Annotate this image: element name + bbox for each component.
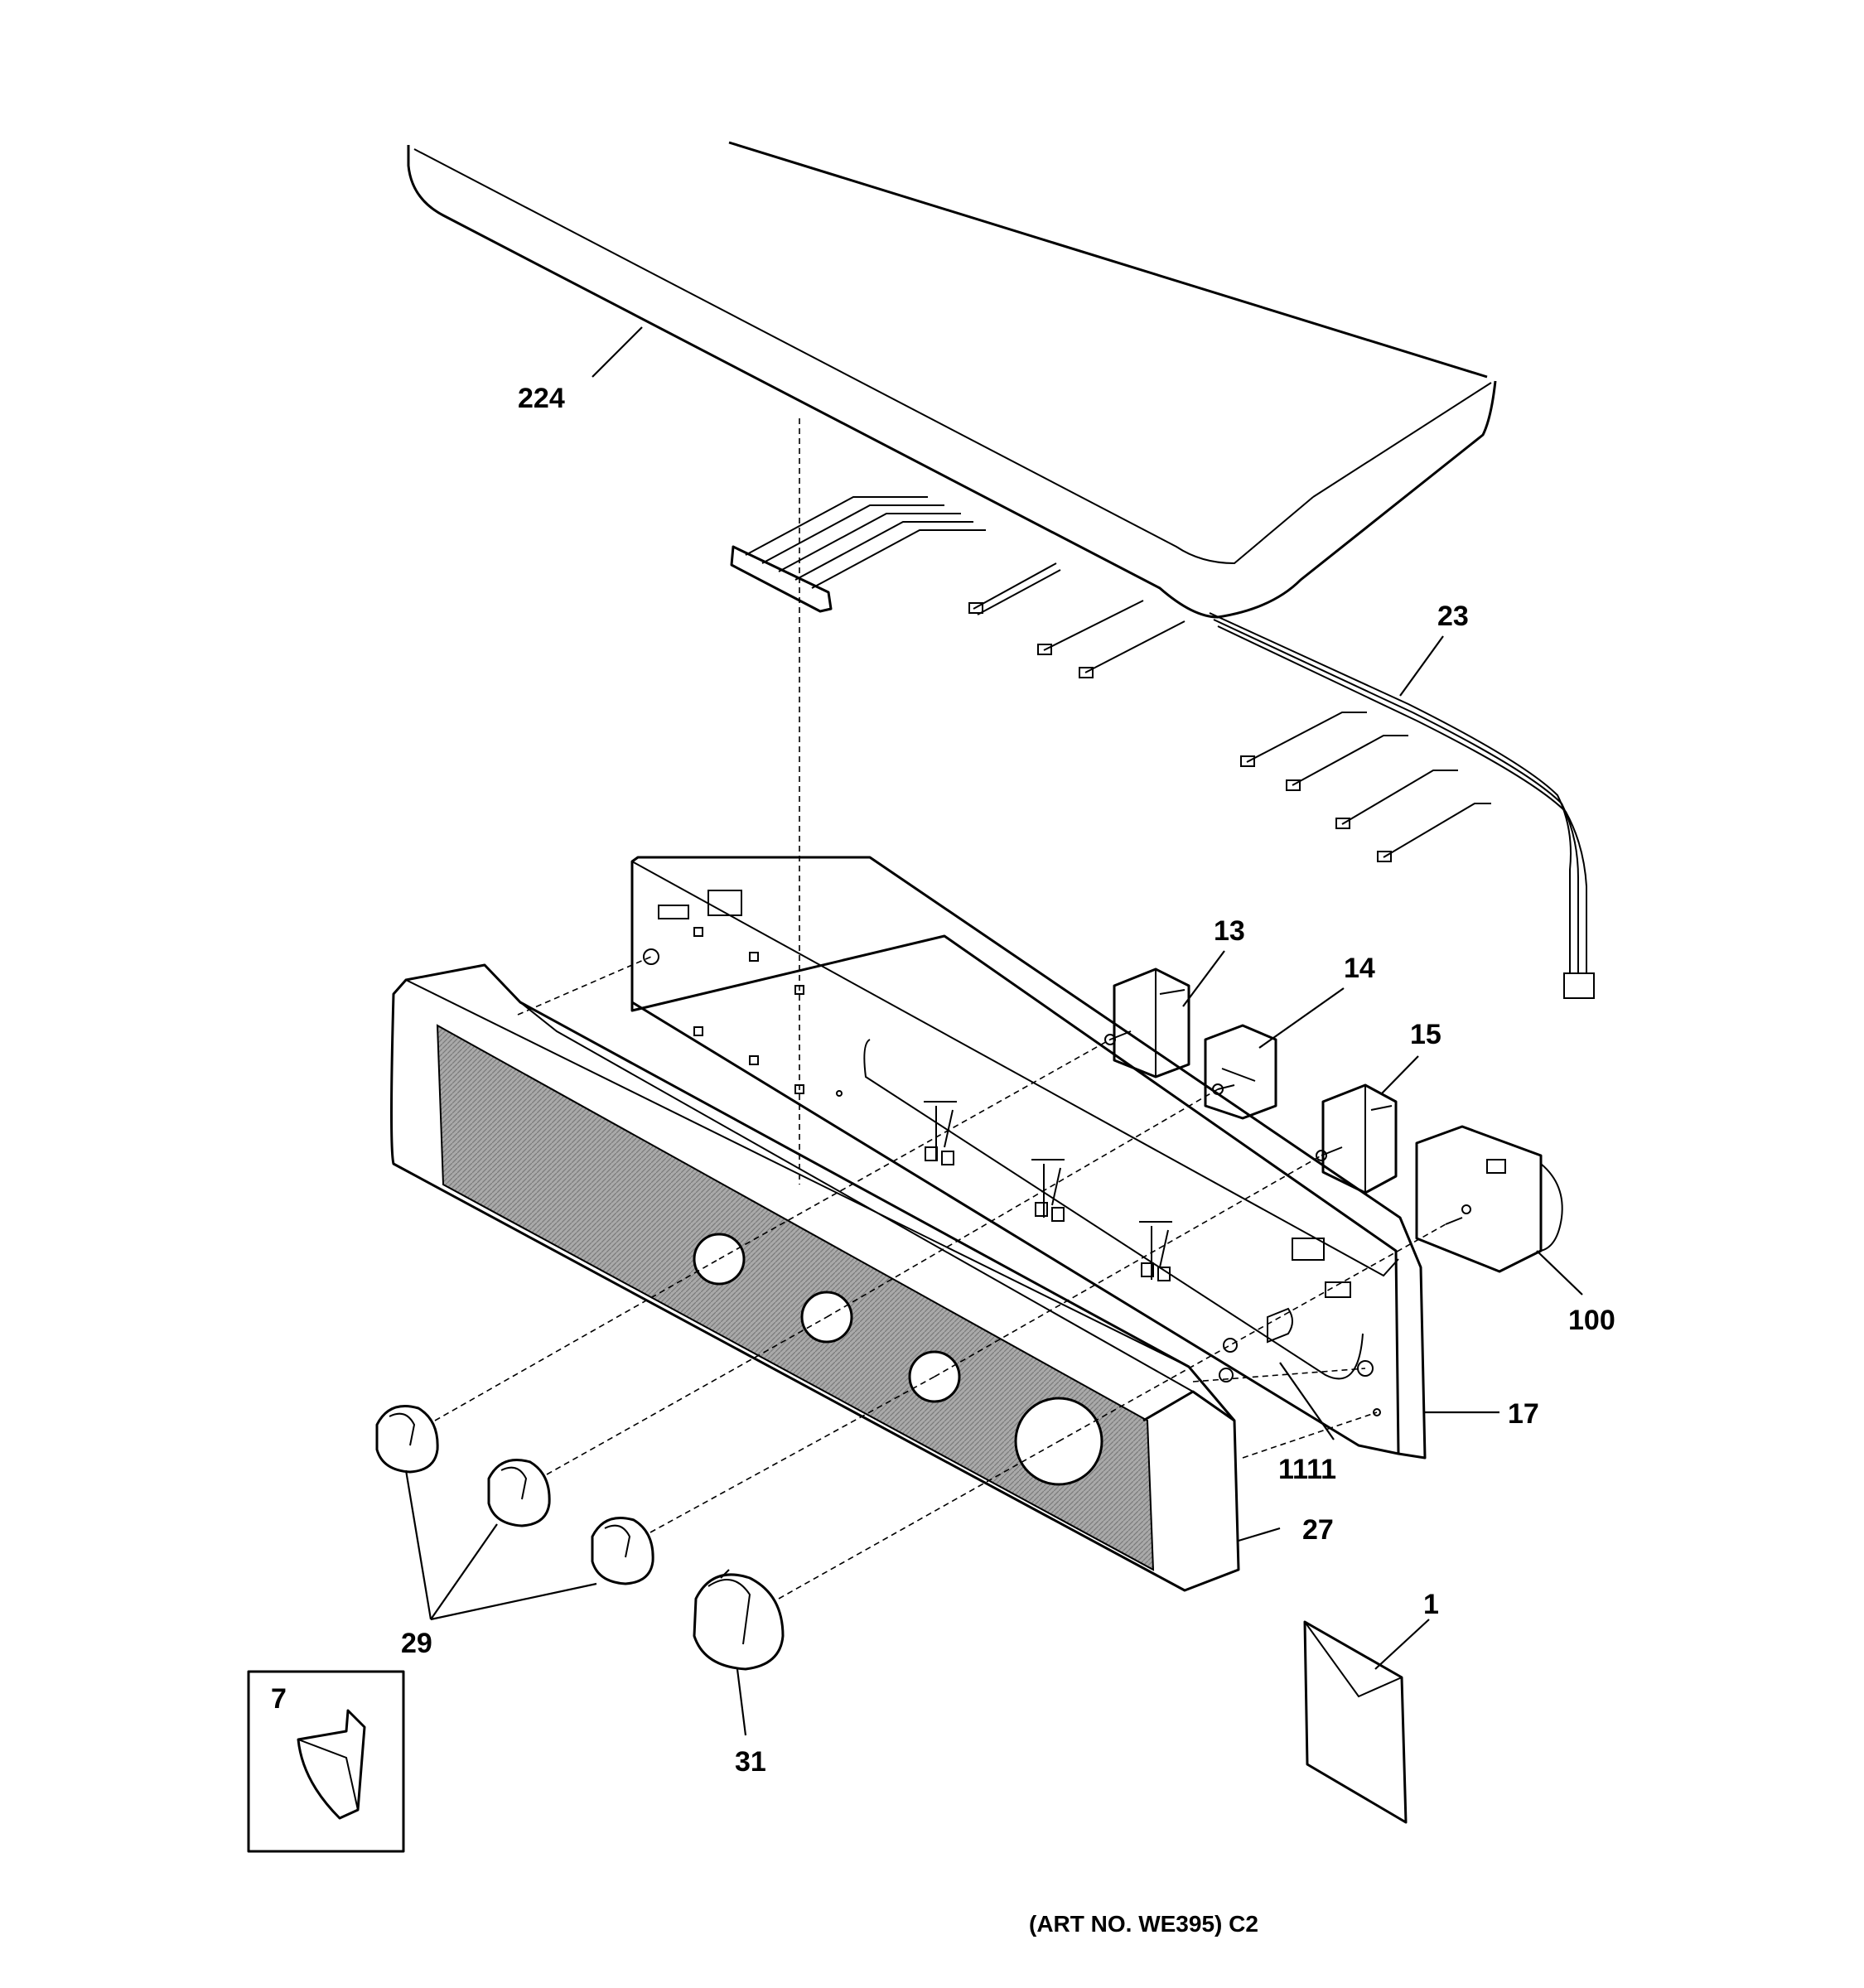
callout-224: 224 [518, 383, 565, 414]
callout-7: 7 [271, 1683, 287, 1715]
part-14-switch [1204, 1024, 1277, 1120]
callout-23: 23 [1437, 601, 1469, 632]
part-15-switch [1316, 1083, 1398, 1194]
part-29-knob-3 [591, 1517, 654, 1585]
leader-lines [404, 326, 1583, 1736]
part-17-control-panel [630, 856, 1427, 1460]
callout-27: 27 [1302, 1514, 1334, 1546]
part-100-timer [1415, 1125, 1563, 1273]
part-29-knob-1 [375, 1405, 439, 1474]
part-13-switch [1104, 967, 1190, 1078]
callout-labels: 224 23 13 14 15 100 17 1111 27 29 31 7 1… [271, 383, 1615, 1937]
part-224-cover [407, 141, 1497, 619]
callout-31: 31 [735, 1746, 766, 1778]
callout-13: 13 [1214, 915, 1245, 947]
part-27-front-panel [390, 963, 1240, 1592]
callout-1: 1 [1423, 1589, 1439, 1620]
callout-17: 17 [1508, 1398, 1539, 1430]
knob-alignment-lines [434, 956, 1446, 1600]
part-31-knob-large [693, 1569, 785, 1671]
wire-harness-connector [730, 496, 986, 613]
callout-15: 15 [1410, 1019, 1441, 1050]
callout-29: 29 [401, 1628, 432, 1659]
callout-100: 100 [1568, 1305, 1615, 1336]
part-7-clip-box [247, 1670, 405, 1853]
part-29-knob-2 [487, 1459, 551, 1527]
callout-14: 14 [1344, 953, 1375, 984]
art-number: (ART NO. WE395) C2 [1029, 1911, 1258, 1937]
callout-1111: 1111 [1278, 1454, 1336, 1485]
part-23-wire-harness [968, 562, 1595, 999]
part-1-literature-envelope [1303, 1620, 1408, 1824]
part-1111-screws [1219, 1307, 1293, 1382]
